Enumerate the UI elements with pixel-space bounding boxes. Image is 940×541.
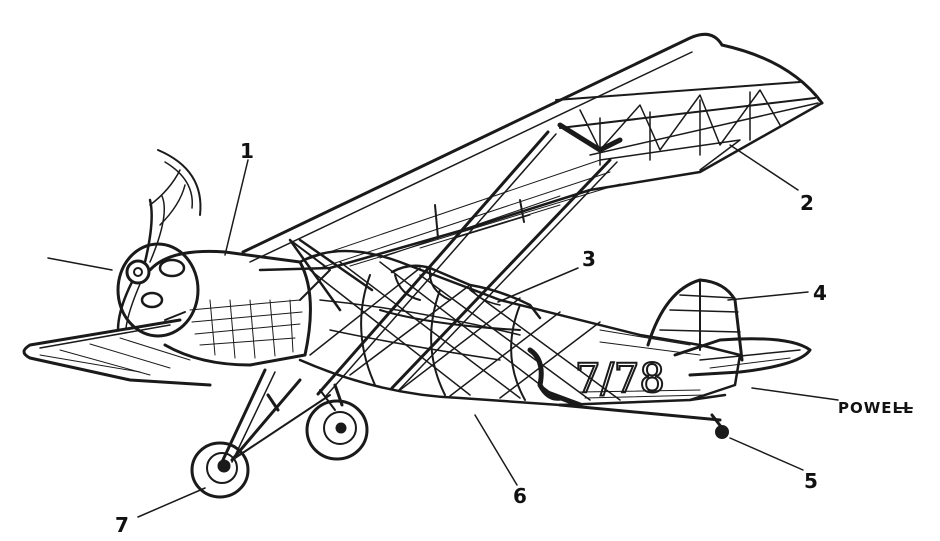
wing-struts (316, 130, 618, 397)
horizontal-stabilizer (673, 337, 812, 377)
cabane-struts (288, 238, 374, 312)
tail-wheel (710, 413, 729, 439)
propeller (47, 149, 202, 332)
lower-wing (22, 318, 212, 387)
callout-leaders (137, 144, 839, 518)
left-wheel (190, 441, 250, 499)
cockpit-canopy (379, 264, 542, 331)
right-wheel (305, 399, 369, 461)
callout-2: 2 (800, 191, 814, 215)
callout-3: 3 (582, 247, 596, 271)
engine-cowling (116, 242, 312, 367)
landing-gear (220, 368, 344, 464)
callout-7: 7 (115, 513, 129, 537)
callout-5: 5 (804, 469, 818, 493)
fuselage (298, 249, 742, 422)
fuselage-number: 7/78 (575, 356, 665, 402)
upper-wing (241, 32, 824, 272)
callout-1: 1 (240, 139, 254, 163)
callout-6: 6 (513, 484, 527, 508)
callout-4: 4 (813, 281, 827, 305)
artist-signature: POWELL (838, 399, 914, 417)
tail-fin (646, 278, 744, 362)
